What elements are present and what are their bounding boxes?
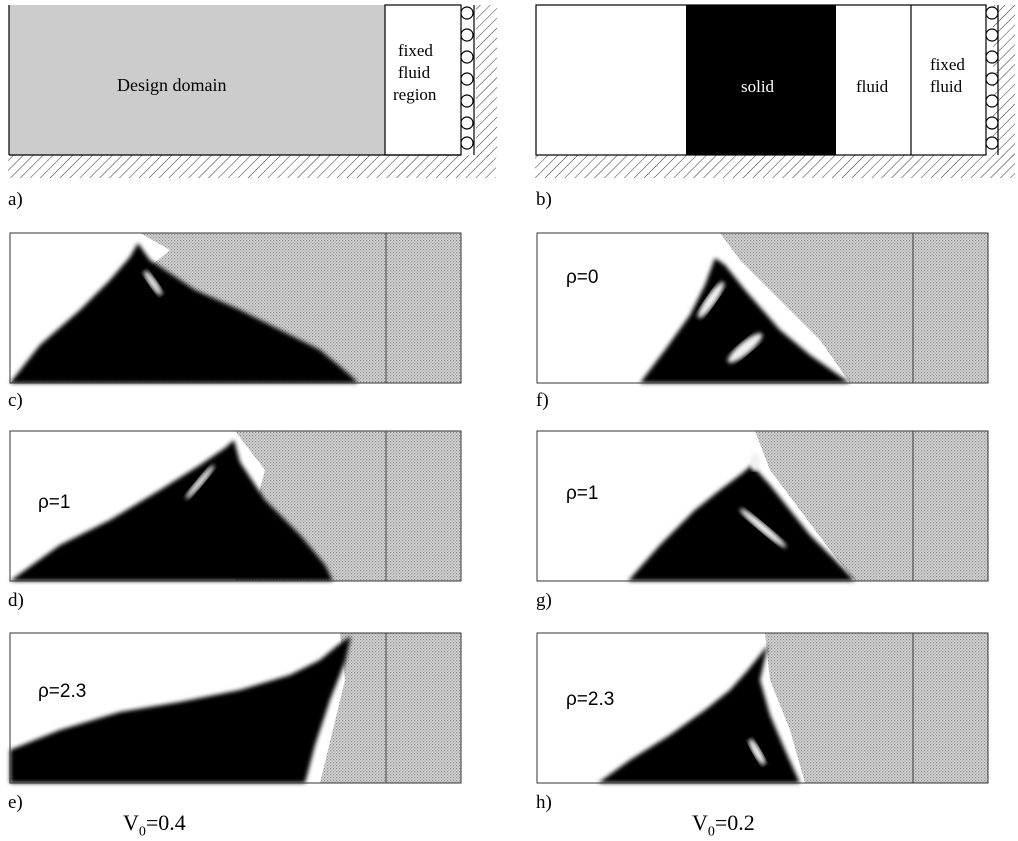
fluid-label: fluid bbox=[856, 77, 889, 96]
rho-label-f: ρ=0 bbox=[566, 267, 599, 288]
panel-b-schematic bbox=[535, 4, 1015, 178]
fixed-region-line-3: region bbox=[393, 85, 437, 104]
panel-tag-g: g) bbox=[536, 590, 552, 611]
fixed-fluid-line-2: fluid bbox=[930, 77, 963, 96]
solid-topology bbox=[598, 645, 800, 783]
panel-d-result bbox=[9, 430, 462, 582]
panel-f-result bbox=[536, 232, 989, 384]
fixed-region-line-2: fluid bbox=[398, 63, 431, 82]
caption-v0-left: V0=0.4 bbox=[123, 810, 186, 840]
panel-tag-d: d) bbox=[8, 590, 24, 611]
fixed-fluid-region-box bbox=[384, 4, 462, 156]
fixed-region-line-1: fixed bbox=[398, 41, 433, 60]
solid-block bbox=[686, 5, 836, 155]
panel-e-result bbox=[9, 632, 462, 784]
panel-c-result bbox=[9, 232, 462, 384]
solid-topology bbox=[628, 465, 855, 581]
solid-topology bbox=[10, 440, 333, 581]
rho-label-g: ρ=1 bbox=[566, 483, 599, 504]
panel-a-schematic bbox=[8, 4, 497, 178]
fixed-fluid-line-1: fixed bbox=[930, 55, 965, 74]
roller-supports-b bbox=[985, 6, 999, 150]
panel-tag-a: a) bbox=[8, 189, 23, 210]
panel-h-result bbox=[536, 632, 989, 784]
panel-tag-e: e) bbox=[8, 792, 23, 813]
roller-supports-a bbox=[460, 6, 474, 150]
floor-hatch-a bbox=[8, 155, 496, 178]
solid-label: solid bbox=[741, 77, 775, 96]
panel-tag-h: h) bbox=[536, 792, 552, 813]
solid-topology bbox=[10, 243, 358, 383]
caption-v0-right: V0=0.2 bbox=[692, 810, 755, 840]
panel-g-result bbox=[536, 430, 989, 582]
floor-hatch-b bbox=[535, 155, 1015, 178]
solid-topology bbox=[10, 636, 351, 783]
rho-label-d: ρ=1 bbox=[38, 492, 71, 513]
rho-label-h: ρ=2.3 bbox=[566, 689, 615, 710]
wall-hatch-a bbox=[476, 5, 497, 157]
design-domain-area bbox=[9, 5, 385, 155]
panel-tag-b: b) bbox=[536, 189, 552, 210]
design-domain-label: Design domain bbox=[117, 75, 227, 95]
panel-tag-f: f) bbox=[536, 390, 549, 411]
solid-topology bbox=[640, 258, 850, 383]
panel-tag-c: c) bbox=[8, 390, 23, 411]
rho-label-e: ρ=2.3 bbox=[38, 681, 87, 702]
